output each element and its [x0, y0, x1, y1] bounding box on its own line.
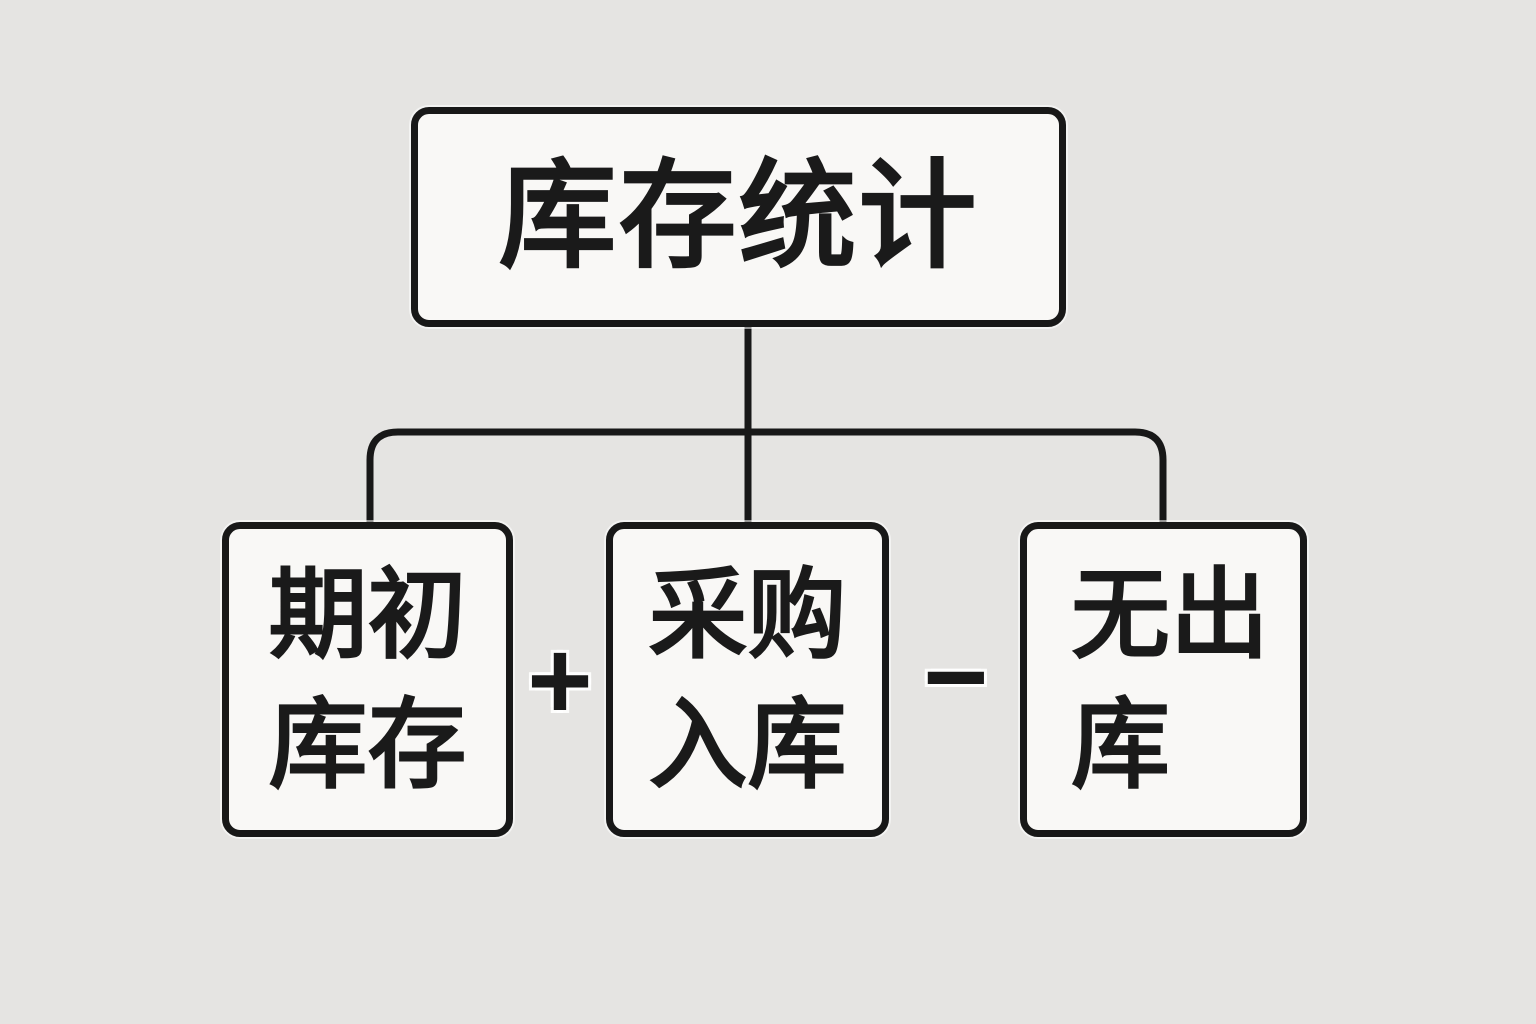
node-no-outbound: 无出 库 [1020, 522, 1307, 837]
node-label-line: 采购 [648, 558, 847, 670]
node-label-line: 入库 [648, 688, 847, 800]
node-label-line: 库 [1071, 688, 1170, 800]
node-label-line: 库存 [268, 688, 467, 800]
node-purchase-inbound: 采购 入库 [606, 522, 889, 837]
node-label-line: 期初 [268, 558, 467, 670]
plus-operator: + [527, 618, 593, 743]
node-beginning-inventory: 期初 库存 [222, 522, 513, 837]
node-inventory-statistics: 库存统计 [411, 107, 1066, 327]
connector-bracket [366, 428, 1167, 524]
minus-operator: − [923, 614, 989, 739]
node-label-line: 无出 [1071, 558, 1269, 670]
node-title: 库存统计 [498, 151, 979, 283]
